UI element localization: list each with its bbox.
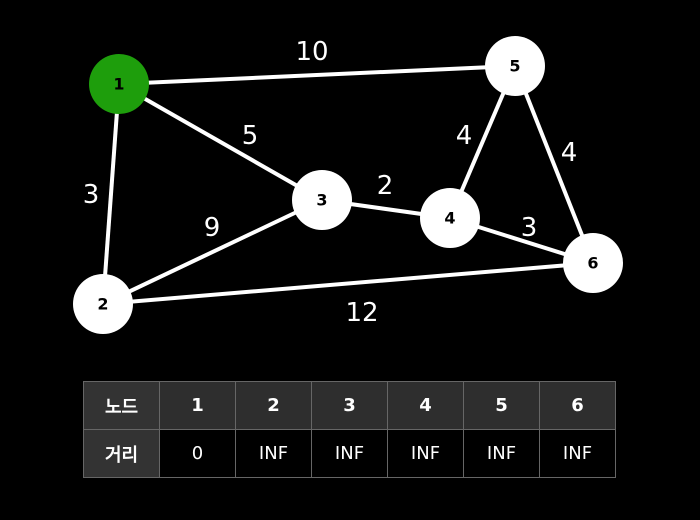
node-circle [89, 54, 149, 114]
edge-weight-label: 12 [345, 298, 378, 328]
node-label: 1 [113, 75, 124, 94]
node-circle [420, 188, 480, 248]
node-5: 5 [485, 36, 545, 96]
distance-cell: INF [387, 429, 464, 478]
edge-weight-label: 5 [242, 121, 259, 151]
node-label: 4 [444, 209, 455, 228]
node-3: 3 [292, 170, 352, 230]
row-label-cell: 거리 [83, 429, 160, 478]
node-circle [292, 170, 352, 230]
table-header-row: 노드 1 2 3 4 5 6 [83, 381, 616, 430]
edge-2-6 [102, 261, 594, 306]
node-label: 6 [587, 254, 598, 273]
edge-weight-label: 10 [295, 37, 328, 67]
edge-1-3 [118, 82, 323, 202]
node-4: 4 [420, 188, 480, 248]
node-6: 6 [563, 233, 623, 293]
node-label: 2 [97, 295, 108, 314]
node-circle [73, 274, 133, 334]
edge-weight-label: 4 [456, 121, 473, 151]
distance-cell: INF [539, 429, 616, 478]
header-node-cell: 1 [159, 381, 236, 430]
node-circle [563, 233, 623, 293]
node-label: 5 [509, 57, 520, 76]
edge-2-3 [102, 198, 323, 306]
edge-weight-label: 4 [561, 138, 578, 168]
header-node-cell: 4 [387, 381, 464, 430]
edge-weight-label: 2 [377, 171, 394, 201]
node-circle [485, 36, 545, 96]
edge-weight-label: 9 [204, 213, 221, 243]
node-label: 3 [316, 191, 327, 210]
header-node-cell: 5 [463, 381, 540, 430]
header-label-cell: 노드 [83, 381, 160, 430]
edge-1-5 [118, 64, 516, 86]
distance-table: 노드 1 2 3 4 5 6 거리 0 INF INF INF INF INF [83, 381, 616, 478]
header-node-cell: 3 [311, 381, 388, 430]
edge-5-6 [513, 65, 595, 264]
distance-cell: INF [311, 429, 388, 478]
table-distance-row: 거리 0 INF INF INF INF INF [83, 429, 616, 478]
edge-weight-label: 3 [83, 180, 100, 210]
edge-1-2 [101, 83, 121, 305]
header-node-cell: 2 [235, 381, 312, 430]
distance-cell: INF [463, 429, 540, 478]
edges-layer [101, 64, 595, 306]
node-1: 1 [89, 54, 149, 114]
distance-cell: INF [235, 429, 312, 478]
node-2: 2 [73, 274, 133, 334]
header-node-cell: 6 [539, 381, 616, 430]
distance-cell: 0 [159, 429, 236, 478]
edge-weight-label: 3 [521, 213, 538, 243]
